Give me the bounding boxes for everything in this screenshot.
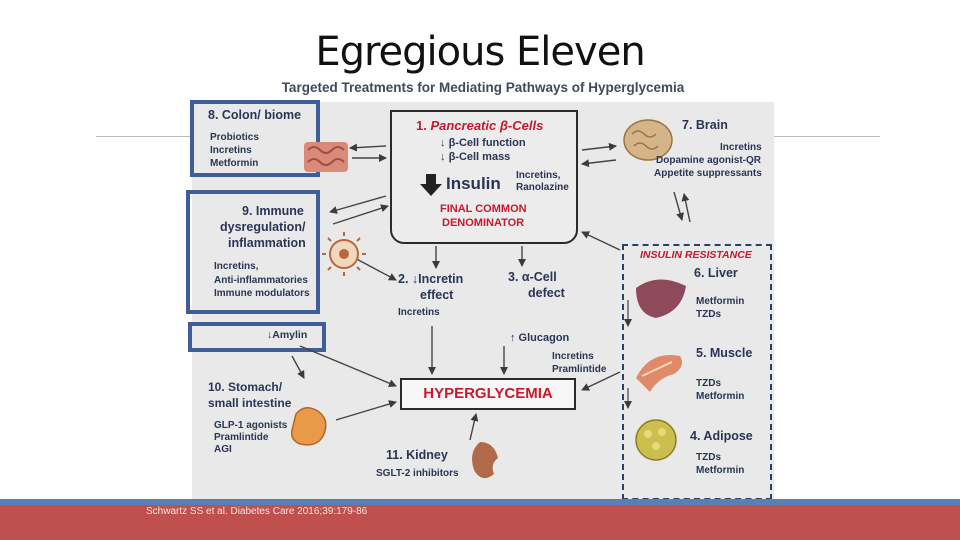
liver-item: TZDs	[696, 309, 721, 320]
brain-item: Appetite suppressants	[654, 168, 762, 179]
amylin-highlight-box	[188, 322, 326, 352]
title-divider-right	[774, 136, 880, 137]
muscle-picture	[636, 354, 682, 392]
colon-item: Incretins	[210, 145, 252, 156]
kidney-title: 11. Kidney	[386, 448, 448, 462]
liver-picture	[636, 279, 686, 318]
citation: Schwartz SS et al. Diabetes Care 2016;39…	[146, 506, 368, 517]
immune-item: Immune modulators	[214, 288, 310, 299]
final-common-denominator: DENOMINATOR	[442, 217, 525, 229]
pancreatic-box	[390, 110, 578, 244]
muscle-item: TZDs	[696, 378, 721, 389]
slide-title: Egregious Eleven	[315, 29, 645, 75]
incretin-effect-treatment: Incretins	[398, 307, 440, 318]
alpha-cell-title: defect	[528, 286, 565, 300]
arrow-pancreas-to-brain	[581, 142, 617, 151]
colon-picture	[304, 142, 348, 172]
muscle-item: Metformin	[696, 391, 745, 402]
immune-highlight-box	[186, 190, 320, 314]
title-divider-left	[96, 136, 192, 137]
footer-blue-band	[0, 499, 960, 505]
muscle-title: 5. Muscle	[696, 346, 753, 360]
immune-item: Incretins,	[214, 261, 259, 272]
liver-title: 6. Liver	[694, 266, 738, 280]
arrow-pancreas-to-immune	[329, 195, 387, 214]
alpha-cell-treatment: Incretins	[552, 351, 594, 362]
alpha-cell-treatment: Pramlintide	[552, 364, 607, 375]
arrow-amylin-to-stomach	[291, 355, 305, 379]
arrow-amylin-to-hyper	[299, 345, 397, 387]
immune-item: Anti-inflammatories	[214, 275, 308, 286]
arrow-ir-up	[681, 193, 691, 223]
insulin-label: Insulin	[446, 174, 501, 193]
beta-cell-mass: ↓ β-Cell mass	[440, 151, 511, 163]
amylin-label: ↓Amylin	[267, 329, 308, 341]
colon-title: 8. Colon/ biome	[208, 108, 302, 122]
down-arrow-icon: ↓	[440, 137, 446, 149]
arrow-pancreas-to-colon	[349, 143, 387, 152]
stomach-title: small intestine	[208, 396, 292, 410]
immune-title: dysregulation/	[220, 220, 306, 234]
brain-picture	[623, 119, 673, 161]
pancreatic-treatment: Incretins,	[516, 170, 561, 181]
adipose-title: 4. Adipose	[690, 429, 753, 443]
down-arrow-icon: ↓	[267, 329, 273, 341]
liver-item: Metformin	[696, 296, 745, 307]
incretin-effect-title: effect	[420, 288, 454, 302]
adipose-item: Metformin	[696, 465, 745, 476]
arrow-ir-to-hyper	[581, 371, 621, 391]
pancreatic-title: 1. Pancreatic β-Cells	[416, 118, 544, 133]
stomach-picture	[290, 407, 327, 446]
stomach-item: AGI	[214, 444, 232, 455]
hyperglycemia-box	[400, 378, 576, 410]
adipose-picture	[635, 419, 677, 461]
arrow-stomach-to-hyper	[335, 400, 397, 421]
kidney-picture	[472, 442, 498, 479]
insulin-resistance-label: INSULIN RESISTANCE	[640, 249, 752, 261]
colon-item: Metformin	[210, 158, 259, 169]
arrow-immune-to-pancreas	[332, 204, 389, 225]
colon-highlight-box	[190, 100, 320, 177]
glucagon-label: ↑ Glucagon	[510, 332, 570, 344]
final-common-denominator: FINAL COMMON	[440, 203, 527, 215]
beta-cell-function: ↓ β-Cell function	[440, 137, 526, 149]
down-arrow-icon: ↓	[440, 151, 446, 163]
figure-subtitle: Targeted Treatments for Mediating Pathwa…	[281, 80, 685, 95]
stomach-item: GLP-1 agonists	[214, 420, 288, 431]
brain-item: Dopamine agonist-QR	[656, 155, 762, 166]
brain-title: 7. Brain	[682, 118, 728, 132]
insulin-down-arrow	[420, 174, 442, 196]
incretin-effect-title: 2. ↓Incretin	[398, 272, 464, 286]
pancreatic-treatment: Ranolazine	[516, 182, 569, 193]
brain-item: Incretins	[720, 142, 762, 153]
immune-title: inflammation	[228, 236, 306, 250]
arrow-brain-to-pancreas	[581, 159, 617, 168]
immune-title: 9. Immune	[242, 204, 304, 218]
hyperglycemia-label: HYPERGLYCEMIA	[423, 385, 553, 402]
colon-item: Probiotics	[210, 132, 259, 143]
stomach-item: Pramlintide	[214, 432, 269, 443]
arrow-kidney-to-hyper	[469, 413, 479, 441]
stomach-title: 10. Stomach/	[208, 380, 283, 394]
arrow-brain-down	[673, 191, 684, 221]
alpha-cell-title: 3. α-Cell	[508, 270, 557, 284]
arrow-ir-to-pancreas	[581, 231, 621, 251]
immune-cell-picture	[322, 232, 366, 276]
footer-red-band	[0, 505, 960, 540]
kidney-treatment: SGLT-2 inhibitors	[376, 468, 459, 479]
adipose-item: TZDs	[696, 452, 721, 463]
